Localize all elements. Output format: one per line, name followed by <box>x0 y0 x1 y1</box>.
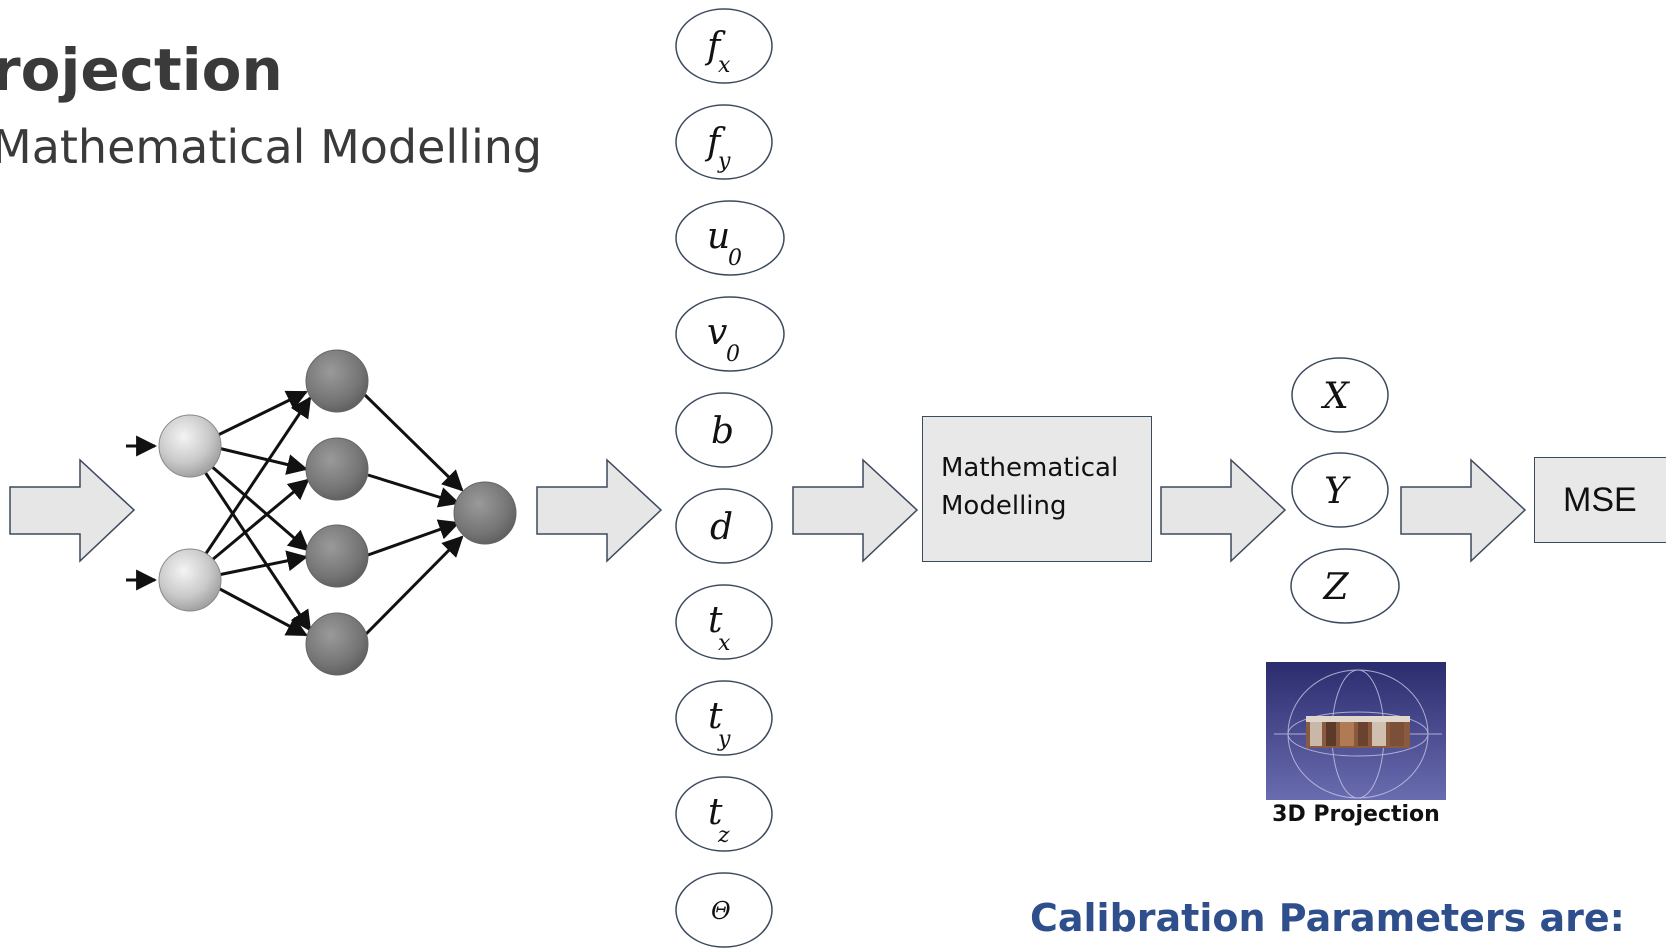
parameter-ellipse: t x <box>675 584 773 660</box>
block-arrow-icon <box>1400 458 1527 563</box>
parameter-symbol: v <box>707 312 727 353</box>
parameter-ellipse: f x <box>675 8 773 84</box>
block-arrow-icon <box>9 458 136 563</box>
output-ellipse: Z <box>1290 548 1400 624</box>
model-box-line2: Modelling <box>941 491 1067 521</box>
output-ellipses: X Y Z <box>1290 357 1400 624</box>
parameter-subscript: 0 <box>726 342 740 367</box>
output-ellipse: X <box>1291 357 1389 433</box>
parameter-ellipse: t z <box>675 776 773 852</box>
slide-subtitle: Mathematical Modelling <box>0 120 543 174</box>
block-arrow-icon <box>536 458 663 563</box>
parameter-ellipse: d <box>675 488 773 564</box>
parameter-subscript: 0 <box>728 246 742 271</box>
parameter-subscript: x <box>718 631 731 656</box>
parameter-symbol: Θ <box>711 897 731 925</box>
mathematical-modelling-box: Mathematical Modelling <box>922 416 1152 562</box>
thumbnail-caption: 3D Projection <box>1272 802 1440 827</box>
3d-projection-icon <box>1266 662 1446 800</box>
block-arrow-icon <box>792 458 919 563</box>
parameter-subscript: y <box>717 727 731 752</box>
model-box-line1: Mathematical <box>941 453 1119 483</box>
output-symbol: X <box>1320 376 1350 417</box>
parameter-ellipse: u 0 <box>675 200 785 276</box>
calibration-heading: Calibration Parameters are: <box>1030 896 1625 940</box>
parameter-ellipse: f y <box>675 104 773 180</box>
slide-title: rojection <box>0 36 283 104</box>
parameter-ellipse: b <box>675 392 773 468</box>
parameter-ellipse: t y <box>675 680 773 756</box>
parameter-symbol: b <box>711 411 734 452</box>
mse-box: MSE <box>1534 457 1666 543</box>
output-symbol: Y <box>1324 471 1351 512</box>
parameter-ellipses: f x f y u 0 v 0 b d t x <box>675 8 785 948</box>
parameter-ellipse: v 0 <box>675 296 785 372</box>
parameter-ellipse: Θ <box>675 872 773 948</box>
parameter-symbol: t <box>708 600 723 641</box>
parameter-subscript: y <box>717 149 731 174</box>
neural-network-icon <box>126 349 517 676</box>
parameter-symbol: t <box>708 696 723 737</box>
block-arrow-icon <box>1160 458 1287 563</box>
parameter-symbol: t <box>708 792 723 833</box>
parameter-symbol: d <box>710 507 733 548</box>
parameter-subscript: x <box>718 53 731 78</box>
parameter-symbol: u <box>707 216 730 257</box>
parameter-subscript: z <box>717 823 730 848</box>
output-ellipse: Y <box>1291 452 1389 528</box>
output-symbol: Z <box>1322 567 1349 608</box>
